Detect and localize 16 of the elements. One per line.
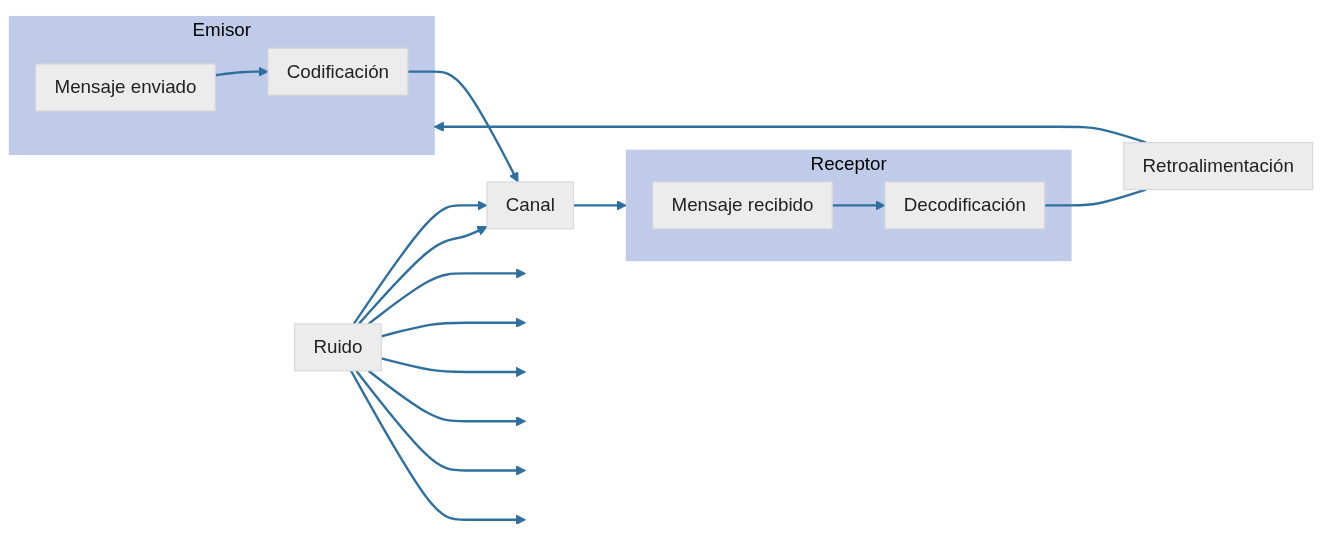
arrow [215,66,269,77]
process-box: Codificación [267,47,409,96]
process-box: Canal [486,181,575,230]
arrow [367,268,527,325]
arrow [355,370,527,476]
arrow [433,121,1147,144]
process-box: Mensaje recibido [652,181,833,230]
arrow [357,225,488,325]
process-box: Decodificación [884,181,1046,230]
arrow [407,70,519,183]
arrow [573,200,627,211]
arrow [367,369,527,427]
process-box: Ruido [294,323,382,372]
process-box: Retroalimentación [1123,142,1314,191]
arrow [350,370,527,525]
process-box: Mensaje enviado [35,63,216,112]
